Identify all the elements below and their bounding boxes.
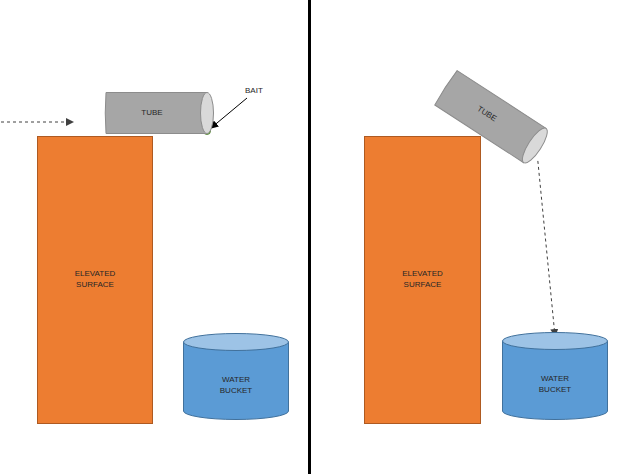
callout-label: BAIT [244, 86, 264, 95]
node-label: ELEVATED SURFACE [65, 269, 125, 291]
node-texts: WATER BUCKET [525, 374, 585, 396]
node-texts: ELEVATED SURFACE [393, 269, 453, 291]
node-texts: ELEVATED SURFACE [65, 269, 125, 291]
node-label: TUBE [141, 108, 162, 119]
elevated-surface: ELEVATED SURFACE [364, 136, 481, 424]
node-texts: WATER BUCKET [206, 375, 266, 397]
panel-divider [308, 0, 311, 474]
fall-arrow [538, 161, 555, 336]
water-bucket: WATER BUCKET [183, 333, 289, 420]
tube: TUBE [104, 92, 214, 134]
push-arrow [1, 122, 73, 123]
node-label: WATER BUCKET [525, 374, 585, 396]
node-label: WATER BUCKET [206, 375, 266, 397]
leader-line [211, 98, 247, 128]
elevated-surface: ELEVATED SURFACE [37, 136, 153, 424]
node-texts: TUBE [141, 108, 162, 119]
water-bucket: WATER BUCKET [502, 332, 608, 420]
node-label: ELEVATED SURFACE [393, 269, 453, 291]
